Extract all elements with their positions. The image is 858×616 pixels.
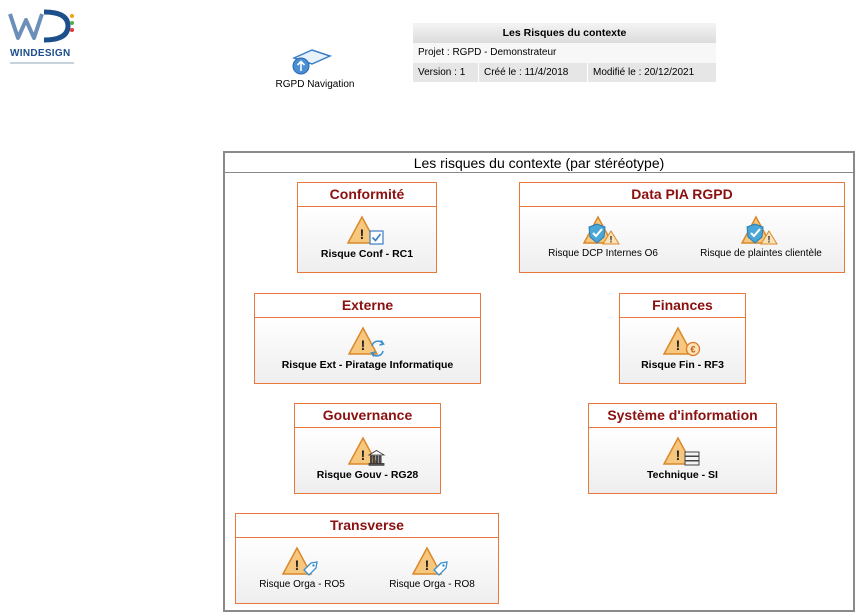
warning-icon [282,546,313,575]
logo-tagline [10,62,74,64]
diagram-title: Les risques du contexte (par stéréotype) [225,153,853,173]
risk-label: Risque Orga - RO8 [389,579,475,590]
tag-icon [303,561,318,576]
info-modified: Modifié le : 20/12/2021 [593,67,695,78]
risk-label: Risque Gouv - RG28 [316,469,419,481]
svg-text:!: ! [675,447,680,463]
risk-label: Risque Fin - RF3 [641,359,724,371]
info-created: Créé le : 11/4/2018 [479,63,588,82]
svg-text:!: ! [360,337,365,353]
risk-label: Risque de plaintes clientèle [700,248,822,259]
risk-item[interactable]: ! Technique - SI [589,436,776,481]
windesign-logo: WINDESIGN [6,8,76,64]
svg-text:!: ! [675,337,680,353]
svg-text:€: € [690,345,695,355]
warning-icon [412,546,443,575]
rgpd-navigation-link[interactable]: RGPD Navigation [268,44,362,94]
svg-text:!: ! [768,235,771,245]
group-systeme-information[interactable]: Système d'information ! Technique - SI [588,403,777,494]
refresh-icon [369,340,385,357]
shield-check-icon [588,223,606,244]
navigation-label: RGPD Navigation [275,79,355,90]
svg-text:!: ! [610,235,613,245]
group-conformite[interactable]: Conformité ! Risque Conf - RC1 [297,182,437,273]
server-icon [684,451,699,466]
risk-item[interactable]: ! Risque Orga - RO5 [242,546,362,590]
group-title: Externe [255,294,480,318]
risk-label: Risque DCP Internes O6 [548,248,658,259]
info-version: Version : 1 [413,63,479,82]
group-title: Finances [620,294,745,318]
risk-item[interactable]: ! Risque DCP Internes O6 [528,215,678,259]
group-title: Data PIA RGPD [520,183,844,207]
risk-label: Technique - SI [647,469,718,481]
group-externe[interactable]: Externe ! Risque Ext - Piratage Informat… [254,293,481,384]
risk-item[interactable]: ! Risque Ext - Piratage Informatique [255,326,480,371]
risk-label: Risque Conf - RC1 [320,248,414,260]
group-transverse[interactable]: Transverse ! Risque Orga - RO5 ! [235,513,499,604]
risk-item[interactable]: ! Risque Orga - RO8 [372,546,492,590]
check-icon [369,230,384,245]
windesign-logo-icon [8,9,74,43]
risk-label: Risque Orga - RO5 [259,579,345,590]
svg-text:!: ! [360,226,365,242]
group-gouvernance[interactable]: Gouvernance ! Risque Gouv - RG28 [294,403,441,494]
risk-item[interactable]: ! Risque de plaintes clientèle [686,215,836,259]
svg-text:!: ! [360,447,365,463]
group-finances[interactable]: Finances ! € Risque Fin - RF3 [619,293,746,384]
group-title: Gouvernance [295,404,440,428]
document-info-box: Les Risques du contexte Projet : RGPD - … [413,23,716,82]
euro-coin-icon: € [685,341,700,357]
info-title: Les Risques du contexte [413,23,716,43]
info-project: Projet : RGPD - Demonstrateur [413,43,716,63]
group-title: Conformité [298,183,436,207]
shield-check-icon [746,223,764,244]
info-meta-row: Version : 1 Créé le : 11/4/2018 Modifié … [413,63,716,82]
warning-icon [662,326,693,355]
logo-text: WINDESIGN [10,48,71,59]
risk-item[interactable]: ! € Risque Fin - RF3 [620,326,745,371]
navigation-icon [291,49,333,75]
warning-icon [347,215,378,244]
group-data-pia-rgpd[interactable]: Data PIA RGPD ! Risque DCP Internes O6 [519,182,845,273]
warning-icon [347,326,378,355]
group-title: Transverse [236,514,498,538]
diagram-frame: Les risques du contexte (par stéréotype)… [223,151,855,612]
warning-icon [347,436,378,465]
svg-text:!: ! [425,557,430,573]
small-warning-icon [602,230,620,245]
tag-icon [433,561,448,576]
bank-icon [367,450,385,466]
group-title: Système d'information [589,404,776,428]
svg-text:!: ! [295,557,300,573]
risk-item[interactable]: ! Risque Conf - RC1 [298,215,436,260]
small-warning-icon [760,230,778,245]
risk-label: Risque Ext - Piratage Informatique [281,359,454,371]
risk-item[interactable]: ! Risque Gouv - RG28 [295,436,440,481]
